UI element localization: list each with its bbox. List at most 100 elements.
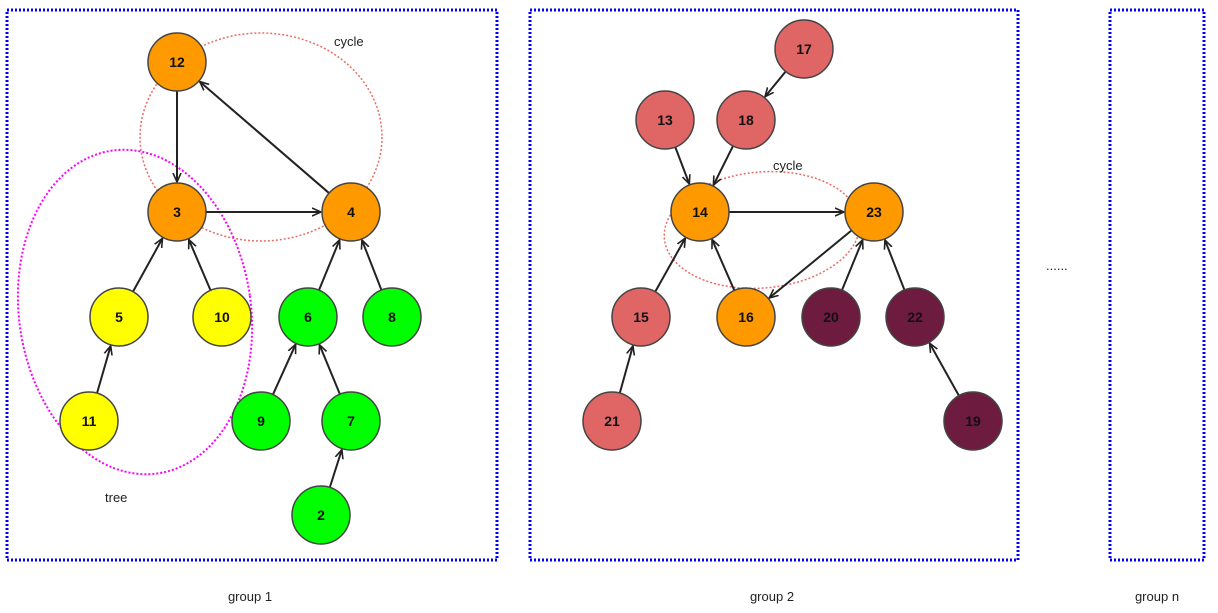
tree-label: tree bbox=[105, 490, 127, 505]
edge-10-to-3 bbox=[189, 240, 212, 291]
node-label-23: 23 bbox=[866, 204, 882, 220]
edge-4-to-12 bbox=[200, 82, 330, 194]
node-label-2: 2 bbox=[317, 507, 325, 523]
node-circle-8 bbox=[362, 287, 422, 347]
cycle-label-group-2: cycle bbox=[773, 158, 803, 173]
nodes-layer: 12 3 4 5 10 11 6 8 9 7 2 17 13 18 14 23 15 16 20 22 21 19 bbox=[59, 19, 1003, 545]
edge-15-to-14 bbox=[654, 238, 685, 293]
node-circle-14 bbox=[670, 182, 730, 242]
node-circle-10 bbox=[192, 287, 252, 347]
node-label-15: 15 bbox=[633, 309, 649, 325]
edge-16-to-14 bbox=[711, 239, 736, 291]
node-circle-4 bbox=[321, 182, 381, 242]
edge-17-to-18 bbox=[765, 70, 787, 96]
edge-9-to-6 bbox=[272, 344, 297, 395]
node-12: 12 bbox=[147, 32, 207, 92]
edge-5-to-3 bbox=[132, 238, 162, 293]
edge-21-to-15 bbox=[618, 346, 633, 394]
group-1-box bbox=[5, 8, 499, 562]
node-18: 18 bbox=[716, 90, 776, 150]
edge-2-to-7 bbox=[328, 450, 342, 488]
node-circle-12 bbox=[147, 32, 207, 92]
node-23: 23 bbox=[844, 182, 904, 242]
node-label-19: 19 bbox=[965, 413, 981, 429]
node-circle-9 bbox=[231, 391, 291, 451]
node-11: 11 bbox=[59, 391, 119, 451]
edge-7-to-6 bbox=[319, 345, 341, 395]
node-circle-7 bbox=[321, 391, 381, 451]
node-label-3: 3 bbox=[173, 204, 181, 220]
edge-22-to-23 bbox=[885, 240, 906, 291]
group-2-box bbox=[528, 8, 1020, 562]
node-6: 6 bbox=[278, 287, 338, 347]
node-9: 9 bbox=[231, 391, 291, 451]
node-label-12: 12 bbox=[169, 54, 185, 70]
node-label-21: 21 bbox=[604, 413, 620, 429]
node-2: 2 bbox=[291, 485, 351, 545]
edge-13-to-14 bbox=[674, 146, 689, 184]
node-22: 22 bbox=[885, 287, 945, 347]
node-circle-13 bbox=[635, 90, 695, 150]
node-label-13: 13 bbox=[657, 112, 673, 128]
node-circle-17 bbox=[774, 19, 834, 79]
node-label-17: 17 bbox=[796, 41, 812, 57]
cycle-outline-group-1 bbox=[139, 32, 383, 242]
group-n-label: group n bbox=[1135, 589, 1179, 604]
cycle-label-group-1: cycle bbox=[334, 34, 364, 49]
node-circle-20 bbox=[801, 287, 861, 347]
edge-18-to-14 bbox=[712, 145, 734, 185]
node-circle-23 bbox=[844, 182, 904, 242]
edge-11-to-5 bbox=[96, 346, 111, 394]
node-circle-21 bbox=[582, 391, 642, 451]
node-circle-2 bbox=[291, 485, 351, 545]
node-16: 16 bbox=[716, 287, 776, 347]
edge-20-to-23 bbox=[841, 240, 863, 291]
node-circle-22 bbox=[885, 287, 945, 347]
node-15: 15 bbox=[611, 287, 671, 347]
group-1-label: group 1 bbox=[228, 589, 272, 604]
node-label-11: 11 bbox=[82, 413, 97, 429]
node-label-6: 6 bbox=[304, 309, 312, 325]
node-circle-5 bbox=[89, 287, 149, 347]
edge-23-to-16 bbox=[769, 229, 853, 298]
node-3: 3 bbox=[147, 182, 207, 242]
node-circle-16 bbox=[716, 287, 776, 347]
edge-6-to-4 bbox=[318, 240, 340, 291]
node-circle-18 bbox=[716, 90, 776, 150]
node-5: 5 bbox=[89, 287, 149, 347]
node-label-4: 4 bbox=[347, 204, 355, 220]
node-4: 4 bbox=[321, 182, 381, 242]
node-circle-19 bbox=[943, 391, 1003, 451]
node-label-5: 5 bbox=[115, 309, 123, 325]
node-label-7: 7 bbox=[347, 413, 355, 429]
node-13: 13 bbox=[635, 90, 695, 150]
node-20: 20 bbox=[801, 287, 861, 347]
node-label-10: 10 bbox=[214, 309, 230, 325]
node-8: 8 bbox=[362, 287, 422, 347]
node-label-8: 8 bbox=[388, 309, 396, 325]
group-2-label: group 2 bbox=[750, 589, 794, 604]
node-circle-11 bbox=[59, 391, 119, 451]
edge-19-to-22 bbox=[930, 343, 960, 397]
node-19: 19 bbox=[943, 391, 1003, 451]
node-17: 17 bbox=[774, 19, 834, 79]
node-label-18: 18 bbox=[738, 112, 754, 128]
node-label-16: 16 bbox=[738, 309, 754, 325]
group-n-box bbox=[1108, 8, 1206, 562]
node-circle-3 bbox=[147, 182, 207, 242]
node-label-22: 22 bbox=[907, 309, 923, 325]
node-label-9: 9 bbox=[257, 413, 265, 429]
ellipsis-more-groups: ...... bbox=[1046, 258, 1068, 273]
node-circle-15 bbox=[611, 287, 671, 347]
node-circle-6 bbox=[278, 287, 338, 347]
node-7: 7 bbox=[321, 391, 381, 451]
edges-layer bbox=[96, 70, 960, 488]
node-21: 21 bbox=[582, 391, 642, 451]
tree-outline bbox=[16, 148, 254, 476]
node-10: 10 bbox=[192, 287, 252, 347]
node-14: 14 bbox=[670, 182, 730, 242]
node-label-14: 14 bbox=[692, 204, 708, 220]
node-label-20: 20 bbox=[823, 309, 839, 325]
edge-8-to-4 bbox=[362, 240, 383, 291]
